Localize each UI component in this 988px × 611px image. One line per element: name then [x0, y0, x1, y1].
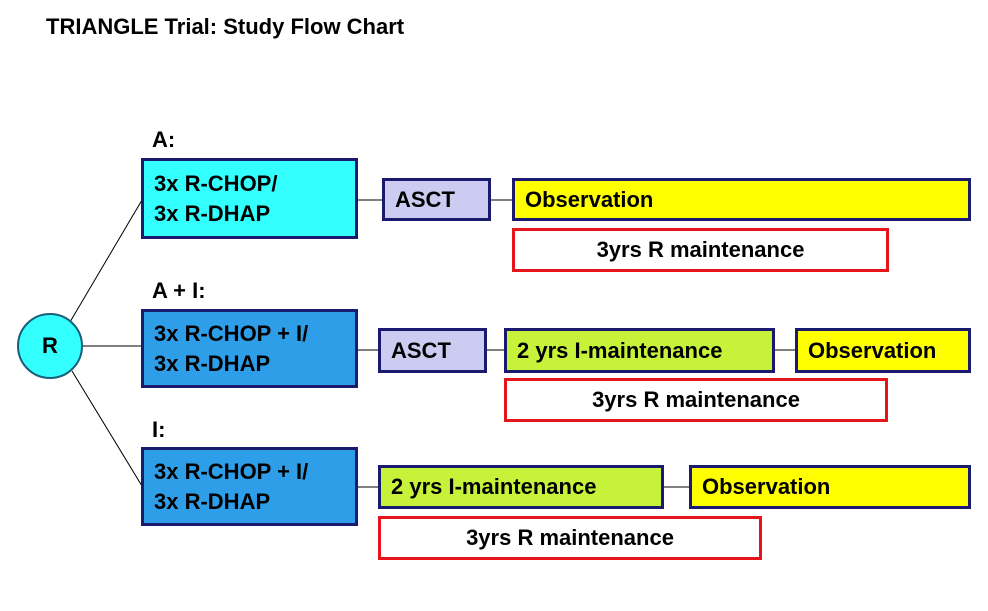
arm-i-observation-box: Observation — [689, 465, 971, 509]
arm-i-induction-line1: 3x R-CHOP + I/ — [154, 458, 309, 484]
arm-a-r-maintenance-box: 3yrs R maintenance — [512, 228, 889, 272]
arm-i-r-maintenance-box: 3yrs R maintenance — [378, 516, 762, 560]
arm-ai-r-maintenance-box: 3yrs R maintenance — [504, 378, 888, 422]
arm-a-asct-box: ASCT — [382, 178, 491, 221]
arm-a-observation-box: Observation — [512, 178, 971, 221]
randomization-label: R — [42, 333, 58, 358]
arm-ai-induction-line2: 3x R-DHAP — [154, 350, 271, 376]
arm-ai-asct-box: ASCT — [378, 328, 487, 373]
arm-i-induction-line2: 3x R-DHAP — [154, 488, 271, 514]
arm-i-induction-box: 3x R-CHOP + I/ 3x R-DHAP — [141, 447, 358, 526]
arm-i-i-maintenance-box: 2 yrs I-maintenance — [378, 465, 664, 509]
arm-ai-i-maintenance-box: 2 yrs I-maintenance — [504, 328, 775, 373]
arm-ai-induction-line1: 3x R-CHOP + I/ — [154, 320, 309, 346]
page-title: TRIANGLE Trial: Study Flow Chart — [46, 14, 405, 39]
arm-a-label: A: — [152, 127, 176, 152]
arm-a-induction-line2: 3x R-DHAP — [154, 200, 271, 226]
arm-a-induction-line1: 3x R-CHOP/ — [154, 170, 278, 196]
randomization-node: R — [17, 313, 83, 379]
arm-ai-label: A + I: — [152, 278, 206, 303]
branch-line-i — [71, 370, 143, 487]
arm-ai-induction-box: 3x R-CHOP + I/ 3x R-DHAP — [141, 309, 358, 388]
branch-line-a — [69, 199, 143, 323]
arm-i-label: I: — [152, 417, 166, 442]
arm-ai-observation-box: Observation — [795, 328, 971, 373]
arm-a-induction-box: 3x R-CHOP/ 3x R-DHAP — [141, 158, 358, 239]
